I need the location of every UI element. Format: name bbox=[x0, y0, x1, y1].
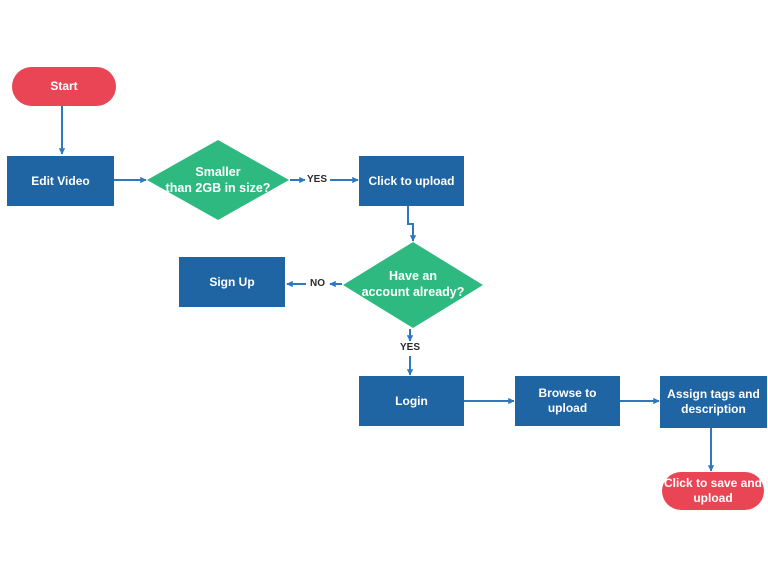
sign-up-label: Sign Up bbox=[209, 274, 255, 289]
decision-account-label: Have an account already? bbox=[361, 269, 465, 299]
decision-size-label: Smaller than 2GB in size? bbox=[165, 165, 271, 195]
account-no-label: NO bbox=[310, 278, 325, 289]
click-upload-label: Click to upload bbox=[368, 173, 455, 188]
decision-account-diamond bbox=[343, 242, 483, 328]
assign-tags-label: Assign tags and description bbox=[667, 387, 760, 416]
start-terminal: Start bbox=[12, 67, 116, 106]
arrow-upload-to-account bbox=[407, 206, 417, 242]
sign-up-box: Sign Up bbox=[179, 257, 285, 307]
save-upload-label: Click to save and upload bbox=[663, 476, 763, 505]
decision-account-text: Have an account already? bbox=[343, 262, 483, 306]
browse-upload-box: Browse to upload bbox=[515, 376, 620, 426]
decision-size-diamond bbox=[147, 140, 289, 220]
account-yes-label: YES bbox=[400, 342, 421, 353]
click-upload-box: Click to upload bbox=[359, 156, 464, 206]
login-label: Login bbox=[395, 393, 428, 408]
decision-size-text: Smaller than 2GB in size? bbox=[147, 158, 289, 202]
size-yes-label: YES bbox=[307, 174, 328, 185]
edit-video-box: Edit Video bbox=[7, 156, 114, 206]
save-upload-terminal: Click to save and upload bbox=[662, 472, 764, 510]
start-label: Start bbox=[50, 79, 78, 93]
browse-upload-label: Browse to upload bbox=[538, 386, 597, 415]
assign-tags-box: Assign tags and description bbox=[660, 376, 767, 428]
edit-video-label: Edit Video bbox=[31, 173, 90, 188]
login-box: Login bbox=[359, 376, 464, 426]
